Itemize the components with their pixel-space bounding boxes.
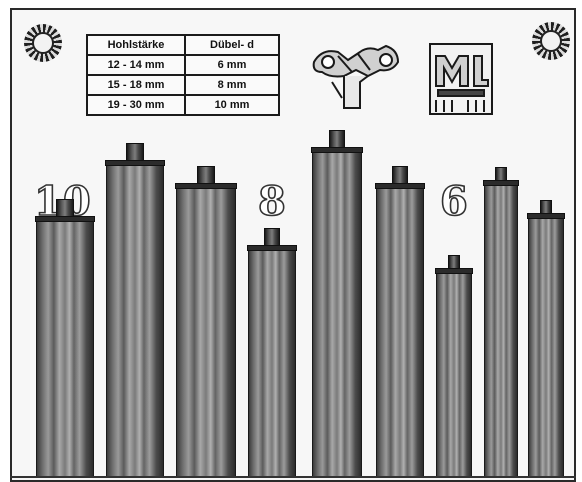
diameter-cell: 10 mm <box>184 94 280 116</box>
header-dowel-diameter: Dübel- d <box>184 34 280 56</box>
table-row: 15 - 18 mm 8 mm <box>86 74 280 96</box>
table-row: 12 - 14 mm 6 mm <box>86 54 280 76</box>
size-label-8mm: 8 <box>257 178 287 225</box>
drill-guide-rod-8mm <box>311 130 363 478</box>
bolt-icon <box>24 24 62 62</box>
table-header-row: Hohlstärke Dübel- d <box>86 34 280 56</box>
rod-dowel-pin <box>392 166 408 184</box>
rod-dowel-pin <box>329 130 345 148</box>
drill-guide-rod-10mm <box>105 143 165 478</box>
diameter-cell: 6 mm <box>184 54 280 76</box>
header-thickness: Hohlstärke <box>86 34 186 56</box>
tools-logo-icon <box>312 44 400 109</box>
dowel-size-table: Hohlstärke Dübel- d 12 - 14 mm 6 mm 15 -… <box>86 34 280 116</box>
rod-dowel-pin <box>495 167 507 181</box>
bolt-icon <box>532 22 570 60</box>
diameter-cell: 8 mm <box>184 74 280 96</box>
drill-guide-rod-6mm <box>435 255 473 478</box>
rod-dowel-pin <box>448 255 460 269</box>
size-label-6mm: 6 <box>439 178 469 225</box>
rod-dowel-pin <box>56 199 74 217</box>
rod-dowel-pin <box>264 228 280 246</box>
ml-logo-icon <box>429 43 493 115</box>
rod-dowel-pin <box>126 143 144 161</box>
plate-bottom-edge <box>10 476 576 478</box>
drill-guide-rod-10mm <box>35 199 95 478</box>
thickness-cell: 12 - 14 mm <box>86 54 186 76</box>
drill-guide-rod-8mm <box>375 166 425 478</box>
drill-guide-rod-6mm <box>483 167 519 478</box>
drill-guide-rod-6mm <box>527 200 565 478</box>
thickness-cell: 15 - 18 mm <box>86 74 186 96</box>
rod-dowel-pin <box>197 166 215 184</box>
table-row: 19 - 30 mm 10 mm <box>86 94 280 116</box>
rod-dowel-pin <box>540 200 552 214</box>
thickness-cell: 19 - 30 mm <box>86 94 186 116</box>
drill-guide-rod-8mm <box>247 228 297 478</box>
drill-guide-rod-10mm <box>175 166 237 478</box>
